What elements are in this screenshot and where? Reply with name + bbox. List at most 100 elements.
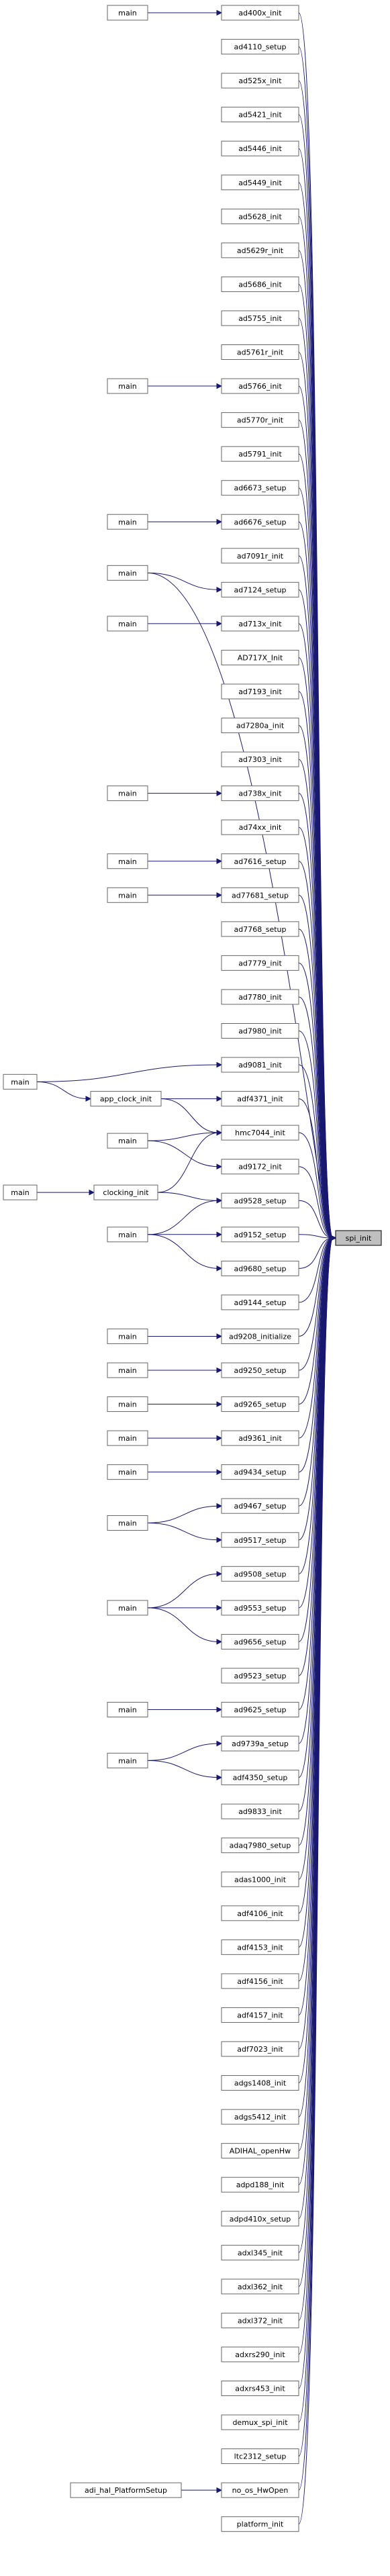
node-main-12[interactable]: main xyxy=(107,378,148,394)
node-main-18[interactable]: main xyxy=(107,565,148,581)
node-main-9152[interactable]: main xyxy=(107,1227,148,1243)
node-ad738x-init[interactable]: ad738x_init xyxy=(221,785,299,802)
node-main-27[interactable]: main xyxy=(107,887,148,903)
node-ad7303-init[interactable]: ad7303_init xyxy=(221,751,299,767)
node-adf4350-setup[interactable]: adf4350_setup xyxy=(221,1770,299,1786)
node-ad5628-init[interactable]: ad5628_init xyxy=(221,208,299,224)
node-main-9250[interactable]: main xyxy=(107,1362,148,1378)
node-main-9434[interactable]: main xyxy=(107,1464,148,1480)
node-adihal-openhw[interactable]: ADIHAL_openHw xyxy=(221,2143,299,2159)
node-demux-spi-init[interactable]: demux_spi_init xyxy=(221,2414,299,2430)
node-ad7124-setup[interactable]: ad7124_setup xyxy=(221,581,299,598)
node-main-19[interactable]: main xyxy=(107,616,148,632)
node-ad9625-setup[interactable]: ad9625_setup xyxy=(221,1702,299,1717)
node-adf7023-init[interactable]: adf7023_init xyxy=(221,2041,299,2057)
node-main-9625[interactable]: main xyxy=(107,1702,148,1717)
node-ad9528-setup[interactable]: ad9528_setup xyxy=(221,1192,299,1208)
node-main-9361[interactable]: main xyxy=(107,1430,148,1446)
node-ad7280a-init[interactable]: ad7280a_init xyxy=(221,718,299,734)
node-adf4153-init[interactable]: adf4153_init xyxy=(221,1939,299,1955)
node-ad9523-setup[interactable]: ad9523_setup xyxy=(221,1668,299,1684)
node-ad6676-setup[interactable]: ad6676_setup xyxy=(221,514,299,530)
node-main-9265[interactable]: main xyxy=(107,1396,148,1413)
node-adxrs290-init[interactable]: adxrs290_init xyxy=(221,2346,299,2363)
node-clocking-init[interactable]: clocking_init xyxy=(93,1184,158,1200)
node-main-9467[interactable]: main xyxy=(107,1515,148,1531)
node-main-16[interactable]: main xyxy=(107,514,148,530)
node-no-os-hwopen[interactable]: no_os_HwOpen xyxy=(221,2482,299,2498)
node-ad5686-init[interactable]: ad5686_init xyxy=(221,276,299,292)
node-ad9517-setup[interactable]: ad9517_setup xyxy=(221,1532,299,1548)
node-ad7980-init[interactable]: ad7980_init xyxy=(221,1023,299,1039)
node-ad74xx-init[interactable]: ad74xx_init xyxy=(221,819,299,835)
node-hmc7044-init[interactable]: hmc7044_init xyxy=(221,1125,299,1141)
node-main-far1[interactable]: main xyxy=(3,1074,38,1090)
node-ad5629r-init[interactable]: ad5629r_init xyxy=(221,242,299,258)
node-ad5755-init[interactable]: ad5755_init xyxy=(221,310,299,326)
node-main-9208[interactable]: main xyxy=(107,1328,148,1344)
node-ad9208-initialize[interactable]: ad9208_initialize xyxy=(221,1328,299,1344)
node-ad9434-setup[interactable]: ad9434_setup xyxy=(221,1464,299,1480)
node-adf4156-init[interactable]: adf4156_init xyxy=(221,1973,299,1989)
node-main-01[interactable]: main xyxy=(107,5,148,21)
node-platform-init[interactable]: platform_init xyxy=(221,2516,299,2532)
node-main-9739[interactable]: main xyxy=(107,1752,148,1768)
node-ad5421-init[interactable]: ad5421_init xyxy=(221,107,299,123)
node-main-26[interactable]: main xyxy=(107,853,148,869)
node-ad9265-setup[interactable]: ad9265_setup xyxy=(221,1396,299,1413)
node-adxl372-init[interactable]: adxl372_init xyxy=(221,2312,299,2328)
node-ad7193-init[interactable]: ad7193_init xyxy=(221,683,299,700)
node-adpd410x-setup[interactable]: adpd410x_setup xyxy=(221,2211,299,2227)
node-ad9508-setup[interactable]: ad9508_setup xyxy=(221,1566,299,1582)
node-ad7768-setup[interactable]: ad7768_setup xyxy=(221,921,299,937)
node-ad717x-init[interactable]: AD717X_Init xyxy=(221,649,299,665)
node-main-far2[interactable]: main xyxy=(3,1184,38,1200)
node-ad9152-setup[interactable]: ad9152_setup xyxy=(221,1227,299,1243)
node-adxl362-init[interactable]: adxl362_init xyxy=(221,2279,299,2295)
node-adi-hal-platformsetup[interactable]: adi_hal_PlatformSetup xyxy=(70,2482,182,2498)
node-ad9081-init[interactable]: ad9081_init xyxy=(221,1057,299,1073)
node-adxl345-init[interactable]: adxl345_init xyxy=(221,2244,299,2260)
node-ad7780-init[interactable]: ad7780_init xyxy=(221,989,299,1005)
node-adas1000-init[interactable]: adas1000_init xyxy=(221,1871,299,1887)
node-adgs1408-init[interactable]: adgs1408_init xyxy=(221,2075,299,2091)
node-ad713x-init[interactable]: ad713x_init xyxy=(221,616,299,632)
node-ad9467-setup[interactable]: ad9467_setup xyxy=(221,1498,299,1514)
node-main-hmc[interactable]: main xyxy=(107,1133,148,1149)
node-ad400x-init[interactable]: ad400x_init xyxy=(221,5,299,21)
node-ad5761r-init[interactable]: ad5761r_init xyxy=(221,344,299,360)
node-ad9361-init[interactable]: ad9361_init xyxy=(221,1430,299,1446)
node-ad9553-setup[interactable]: ad9553_setup xyxy=(221,1600,299,1616)
node-ad9656-setup[interactable]: ad9656_setup xyxy=(221,1633,299,1650)
node-ad7616-setup[interactable]: ad7616_setup xyxy=(221,853,299,869)
node-adpd188-init[interactable]: adpd188_init xyxy=(221,2177,299,2193)
node-ad9680-setup[interactable]: ad9680_setup xyxy=(221,1260,299,1276)
node-ad77681-setup[interactable]: ad77681_setup xyxy=(221,887,299,903)
node-ad7091r-init[interactable]: ad7091r_init xyxy=(221,548,299,564)
node-main-24[interactable]: main xyxy=(107,785,148,802)
node-ltc2312-setup[interactable]: ltc2312_setup xyxy=(221,2448,299,2465)
node-ad5446-init[interactable]: ad5446_init xyxy=(221,140,299,156)
node-app-clock-init[interactable]: app_clock_init xyxy=(90,1091,162,1107)
node-ad5770r-init[interactable]: ad5770r_init xyxy=(221,412,299,428)
node-ad5766-init[interactable]: ad5766_init xyxy=(221,378,299,394)
node-adf4106-init[interactable]: adf4106_init xyxy=(221,1905,299,1921)
node-adf4371-init[interactable]: adf4371_init xyxy=(221,1091,299,1107)
node-ad9250-setup[interactable]: ad9250_setup xyxy=(221,1362,299,1378)
node-main-9553[interactable]: main xyxy=(107,1600,148,1616)
node-ad9172-init[interactable]: ad9172_init xyxy=(221,1159,299,1175)
node-ad9833-init[interactable]: ad9833_init xyxy=(221,1803,299,1819)
node-ad4110-setup[interactable]: ad4110_setup xyxy=(221,39,299,55)
node-ad6673-setup[interactable]: ad6673_setup xyxy=(221,480,299,496)
node-ad525x-init[interactable]: ad525x_init xyxy=(221,73,299,89)
node-adaq7980-setup[interactable]: adaq7980_setup xyxy=(221,1838,299,1854)
node-adxrs453-init[interactable]: adxrs453_init xyxy=(221,2381,299,2396)
node-adgs5412-init[interactable]: adgs5412_init xyxy=(221,2109,299,2125)
node-ad9144-setup[interactable]: ad9144_setup xyxy=(221,1294,299,1310)
node-ad7779-init[interactable]: ad7779_init xyxy=(221,955,299,971)
node-spi-init-target[interactable]: spi_init xyxy=(335,1230,382,1246)
node-adf4157-init[interactable]: adf4157_init xyxy=(221,2007,299,2023)
node-ad9739a-setup[interactable]: ad9739a_setup xyxy=(221,1735,299,1752)
node-ad5791-init[interactable]: ad5791_init xyxy=(221,446,299,462)
node-ad5449-init[interactable]: ad5449_init xyxy=(221,175,299,191)
